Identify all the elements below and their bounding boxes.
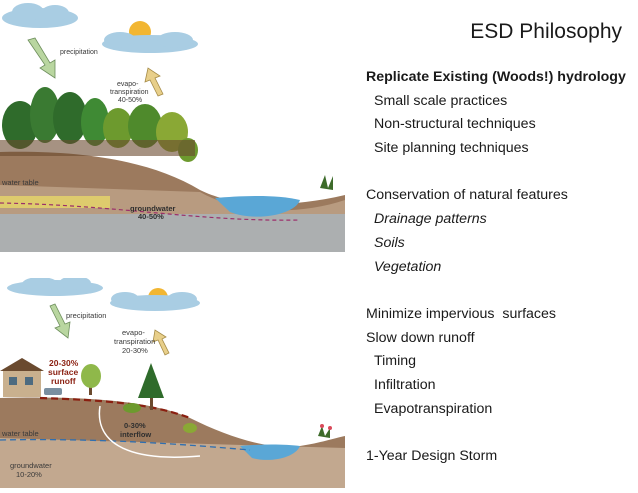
cloud-icon — [2, 3, 78, 28]
grass-icon — [320, 175, 333, 190]
bullet-list: Replicate Existing (Woods!) hydrology Sm… — [366, 66, 634, 469]
shrubs-icon — [123, 403, 197, 433]
forest-trees — [0, 87, 198, 162]
precipitation-label: precipitation — [66, 311, 106, 320]
evapotranspiration-arrow-icon — [152, 329, 170, 356]
surface-runoff-label: surface — [48, 367, 79, 377]
evapotranspiration-label: transpiration — [114, 337, 155, 346]
car-icon — [44, 388, 62, 395]
groundwater-percent: 10-20% — [16, 470, 42, 479]
list-spacer — [366, 279, 634, 303]
cloud-icon — [7, 278, 103, 296]
list-item: Small scale practices — [374, 92, 508, 109]
list-item: Evapotranspiration — [374, 400, 493, 417]
woodland-hydrology-illustration: precipitation evapo- transpiration 40-50… — [0, 3, 345, 252]
list-item: Slow down runoff — [366, 329, 475, 346]
list-item: Vegetation — [374, 258, 442, 275]
water-table-label: water table — [1, 429, 39, 438]
developed-site-hydrology-illustration: precipitation evapo- transpiration 20-30… — [0, 278, 345, 488]
groundwater-layer — [0, 214, 345, 252]
flower-icon — [318, 424, 332, 438]
evapotranspiration-percent: 20-30% — [122, 346, 148, 355]
precipitation-label: precipitation — [60, 49, 98, 56]
tree-icon — [81, 364, 101, 395]
tree-icon — [138, 363, 164, 410]
groundwater-flow-arrow — [98, 405, 201, 458]
surface-runoff-label: runoff — [51, 376, 76, 386]
list-item: Non-structural techniques — [374, 116, 536, 133]
runoff-arrow-line — [39, 396, 191, 420]
list-item: Site planning techniques — [374, 140, 529, 157]
groundwater-label: groundwater — [10, 461, 52, 470]
list-item: 1-Year Design Storm — [366, 448, 498, 464]
evapotranspiration-percent: 40-50% — [118, 97, 142, 104]
stream-water — [215, 196, 300, 217]
water-table-label: water table — [1, 178, 39, 187]
list-item: Minimize impervious surfaces — [366, 305, 557, 322]
precipitation-arrow-icon — [27, 37, 56, 79]
list-item: Timing — [374, 353, 417, 370]
evapotranspiration-label: transpiration — [110, 89, 149, 96]
groundwater-label: groundwater — [130, 204, 175, 213]
list-item: Conservation of natural features — [366, 187, 568, 204]
list-item: Infiltration — [374, 376, 436, 393]
water-table-band — [0, 196, 110, 208]
cloud-icon — [102, 32, 198, 53]
list-item: Soils — [374, 234, 405, 251]
surface-runoff-percent: 20-30% — [49, 358, 79, 368]
list-spacer — [366, 421, 634, 445]
stream-water — [240, 444, 300, 460]
cloud-icon — [110, 292, 200, 311]
evapotranspiration-arrow-icon — [144, 67, 164, 97]
precipitation-arrow-icon — [49, 303, 71, 339]
evapotranspiration-label: evapo- — [122, 328, 145, 337]
house-icon — [0, 358, 44, 397]
water-table-line — [0, 438, 251, 451]
groundwater-flow-line — [0, 202, 301, 221]
groundwater-percent: 40-50% — [138, 212, 164, 221]
list-item: Drainage patterns — [374, 211, 487, 228]
evapotranspiration-label: evapo- — [117, 81, 139, 88]
interflow-label: interflow — [120, 430, 151, 439]
list-spacer — [366, 161, 634, 185]
list-item: Replicate Existing (Woods!) hydrology — [366, 69, 626, 85]
interflow-percent: 0-30% — [124, 421, 146, 430]
slide-title: ESD Philosophy — [470, 20, 622, 43]
